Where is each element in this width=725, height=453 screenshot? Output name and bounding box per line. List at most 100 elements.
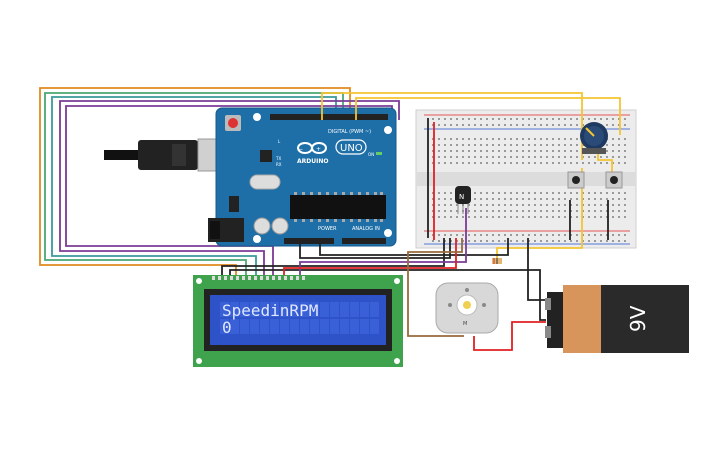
breadboard-hole: [582, 198, 584, 200]
breadboard-hole: [606, 124, 608, 126]
breadboard-hole: [600, 118, 602, 120]
breadboard-hole: [456, 124, 458, 126]
breadboard-hole: [480, 144, 482, 146]
breadboard-hole: [588, 240, 590, 242]
breadboard-hole: [570, 150, 572, 152]
breadboard-hole: [612, 192, 614, 194]
breadboard-hole: [546, 150, 548, 152]
breadboard-hole: [558, 124, 560, 126]
arduino-uno-board[interactable]: − + UNO ARDUINO DIGITAL (PWM ~) POWER AN…: [208, 107, 397, 247]
breadboard-hole: [498, 234, 500, 236]
breadboard-hole: [594, 210, 596, 212]
lcd-cell: [320, 302, 329, 317]
breadboard-hole: [486, 124, 488, 126]
breadboard-hole: [558, 234, 560, 236]
dc-motor[interactable]: M: [435, 282, 499, 334]
lcd-cell: [260, 302, 269, 317]
breadboard-hole: [624, 162, 626, 164]
breadboard-hole: [612, 198, 614, 200]
lcd-cell: [220, 319, 229, 334]
breadboard-hole: [510, 124, 512, 126]
breadboard-hole: [510, 192, 512, 194]
lcd-cell: [360, 319, 369, 334]
breadboard-hole: [432, 234, 434, 236]
breadboard-hole: [450, 204, 452, 206]
breadboard-hole: [624, 198, 626, 200]
pushbutton-2[interactable]: [605, 171, 623, 189]
breadboard-hole: [510, 210, 512, 212]
breadboard-hole: [546, 162, 548, 164]
breadboard-hole: [480, 150, 482, 152]
breadboard-hole: [456, 150, 458, 152]
breadboard-hole: [492, 124, 494, 126]
breadboard-hole: [558, 198, 560, 200]
breadboard-hole: [480, 210, 482, 212]
wire-black-4: [229, 269, 546, 321]
breadboard-hole: [624, 138, 626, 140]
breadboard-hole: [618, 210, 620, 212]
breadboard-hole: [492, 156, 494, 158]
breadboard-hole: [552, 198, 554, 200]
breadboard-hole: [540, 234, 542, 236]
breadboard-hole: [600, 192, 602, 194]
breadboard-hole: [432, 138, 434, 140]
breadboard-hole: [606, 210, 608, 212]
lcd-pin: [242, 276, 245, 280]
breadboard-hole: [456, 144, 458, 146]
lcd-pin: [278, 276, 281, 280]
lcd-cell: [370, 302, 379, 317]
breadboard-hole: [504, 150, 506, 152]
breadboard-hole: [432, 210, 434, 212]
pushbutton-1[interactable]: [567, 171, 585, 189]
breadboard-hole: [552, 234, 554, 236]
breadboard-hole: [498, 162, 500, 164]
breadboard-hole: [450, 216, 452, 218]
breadboard-hole: [474, 240, 476, 242]
breadboard-hole: [480, 162, 482, 164]
breadboard-hole: [492, 150, 494, 152]
npn-transistor[interactable]: N: [455, 186, 471, 214]
wire-yellow-top: [321, 92, 583, 160]
breadboard-hole: [468, 204, 470, 206]
breadboard-hole: [546, 192, 548, 194]
breadboard-hole: [474, 124, 476, 126]
breadboard-hole: [564, 156, 566, 158]
breadboard-hole: [582, 234, 584, 236]
analog-label: ANALOG IN: [352, 226, 380, 232]
breadboard-hole: [438, 192, 440, 194]
breadboard-hole: [510, 118, 512, 120]
breadboard-hole: [570, 216, 572, 218]
breadboard-hole: [444, 216, 446, 218]
breadboard-hole: [498, 204, 500, 206]
breadboard-hole: [480, 138, 482, 140]
breadboard-hole: [492, 210, 494, 212]
breadboard-hole: [468, 156, 470, 158]
breadboard-hole: [498, 192, 500, 194]
breadboard-hole: [450, 192, 452, 194]
breadboard-hole: [540, 216, 542, 218]
breadboard-hole: [474, 118, 476, 120]
breadboard-hole: [576, 192, 578, 194]
potentiometer[interactable]: [580, 122, 608, 154]
breadboard-hole: [534, 156, 536, 158]
breadboard-hole: [438, 162, 440, 164]
lcd-pins: [212, 276, 305, 280]
breadboard-hole: [552, 144, 554, 146]
breadboard-hole: [558, 144, 560, 146]
battery-9v[interactable]: 9V: [545, 285, 689, 353]
lcd-cell: [240, 319, 249, 334]
breadboard-hole: [474, 198, 476, 200]
breadboard-hole: [510, 138, 512, 140]
breadboard-hole: [540, 156, 542, 158]
breadboard-hole: [582, 124, 584, 126]
breadboard-hole: [522, 150, 524, 152]
lcd-cell: [250, 302, 259, 317]
breadboard-hole: [570, 144, 572, 146]
breadboard-hole: [588, 162, 590, 164]
breadboard-hole: [534, 124, 536, 126]
lcd-display[interactable]: SpeedinRPM 0: [193, 275, 403, 367]
breadboard-hole: [540, 192, 542, 194]
breadboard-hole: [498, 124, 500, 126]
breadboard-hole: [462, 124, 464, 126]
breadboard-hole: [618, 198, 620, 200]
